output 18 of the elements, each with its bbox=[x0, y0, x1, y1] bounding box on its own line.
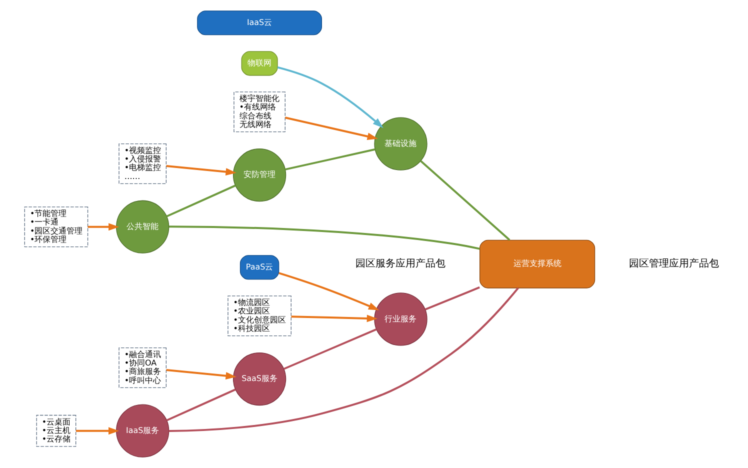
arrow bbox=[284, 116, 378, 140]
connector bbox=[168, 226, 480, 250]
arrow bbox=[278, 272, 379, 310]
arrow bbox=[276, 66, 383, 128]
label: 园区服务应用产品包 bbox=[355, 258, 446, 270]
connector bbox=[420, 160, 510, 241]
arrow bbox=[75, 427, 119, 435]
connector bbox=[166, 184, 236, 218]
arrow bbox=[87, 223, 119, 231]
arrow bbox=[166, 369, 236, 380]
connector bbox=[284, 148, 375, 170]
connector bbox=[283, 328, 376, 370]
connector bbox=[424, 286, 480, 310]
connector bbox=[166, 388, 236, 422]
arrow bbox=[290, 314, 378, 322]
arrow bbox=[166, 165, 236, 176]
connector bbox=[168, 287, 518, 432]
label: 园区管理应用产品包 bbox=[628, 258, 718, 270]
